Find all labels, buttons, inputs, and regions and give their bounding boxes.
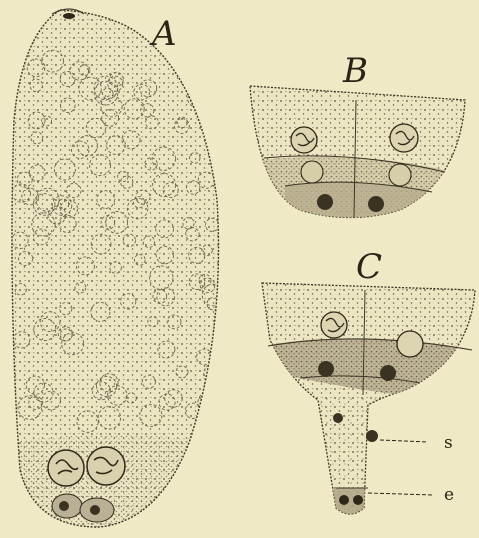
panel-c-label: C xyxy=(356,247,382,287)
annotation-e: e xyxy=(368,485,454,505)
panel-b-label: B xyxy=(342,51,368,91)
annotation-e-label: e xyxy=(444,485,454,505)
annotation-s: s xyxy=(380,433,453,453)
annotation-s-label: s xyxy=(444,433,453,453)
panel-a: A xyxy=(0,0,240,538)
panel-a-label: A xyxy=(149,14,177,54)
panel-c: C xyxy=(255,247,479,525)
panel-b: B xyxy=(240,51,479,240)
